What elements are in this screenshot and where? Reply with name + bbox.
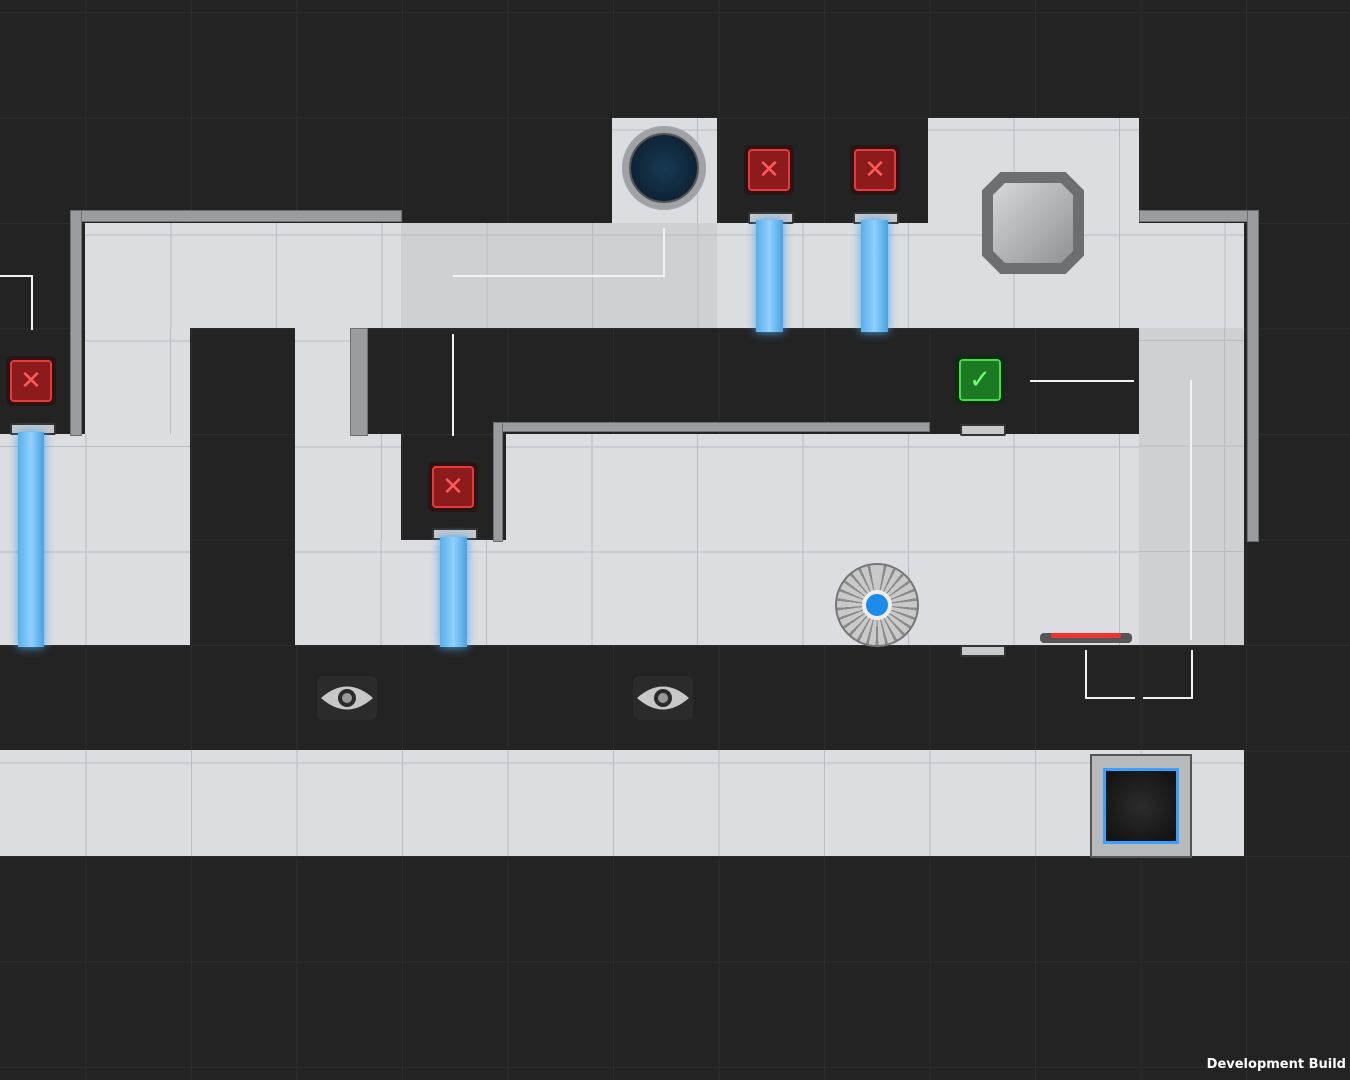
eye-icon [633,676,693,720]
eye-icon [317,676,377,720]
bridge-emitter [960,424,1006,436]
wall [493,422,503,542]
wire [1191,650,1193,698]
wall [70,210,402,222]
floor [295,328,350,434]
indicator-off: ✕ [850,145,900,195]
wire [1143,697,1193,699]
x-icon: ✕ [748,149,790,191]
wire [0,275,32,277]
wall [350,328,368,436]
wire [1190,380,1192,640]
floor [85,223,401,328]
build-label: Development Build [1206,1057,1346,1072]
wire [1030,380,1134,382]
wire [452,334,454,436]
floor [295,540,1139,645]
light-bridge [440,537,467,647]
wall [493,422,930,432]
wall [1247,210,1259,542]
floor [717,223,1244,328]
light-bridge [861,220,888,332]
floor [0,750,1244,856]
indicator-on: ✓ [955,355,1005,405]
wire [663,228,665,276]
floor [85,328,190,434]
light-bridge [18,432,44,647]
bridge-emitter [960,645,1006,657]
indicator-off: ✕ [744,145,794,195]
companion-sphere[interactable] [835,563,919,647]
floor [506,434,1139,540]
portal-hex-icon [629,133,699,203]
wire [453,275,665,277]
floor [295,434,401,540]
indicator-off: ✕ [6,356,56,406]
check-icon: ✓ [959,359,1001,401]
exit-hatch[interactable] [1090,754,1192,858]
indicator-off: ✕ [428,462,478,512]
x-icon: ✕ [854,149,896,191]
entry-portal [622,126,706,210]
wire [31,275,33,330]
wall [70,210,82,436]
x-icon: ✕ [10,360,52,402]
wire [1085,650,1087,698]
light-bridge [756,220,783,332]
elevator [982,172,1084,274]
wall [1139,210,1259,222]
wire [1085,697,1135,699]
floor-button[interactable] [1040,633,1132,643]
x-icon: ✕ [432,466,474,508]
